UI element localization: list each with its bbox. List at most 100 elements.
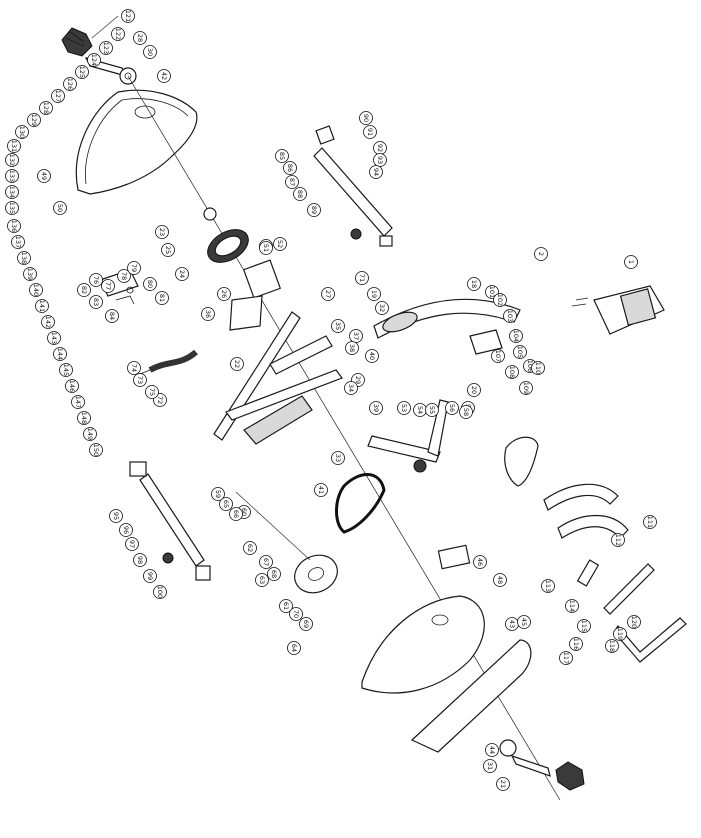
callout-46: 46	[473, 555, 487, 569]
callout-52: 52	[273, 237, 287, 251]
callout-100: 100	[153, 585, 167, 599]
callout-89: 89	[307, 203, 321, 217]
callout-40: 40	[365, 349, 379, 363]
callout-77: 77	[101, 279, 115, 293]
callout-circle	[133, 31, 147, 45]
callout-134: 134	[5, 185, 19, 199]
callout-circle	[155, 291, 169, 305]
callout-number: 150	[92, 444, 100, 456]
callout-59: 59	[211, 487, 225, 501]
callout-87: 87	[285, 175, 299, 189]
console-mast	[373, 298, 521, 355]
callout-number: 18	[470, 280, 478, 288]
callout-93: 93	[373, 153, 387, 167]
callout-143: 143	[47, 331, 61, 345]
callout-number: 46	[476, 558, 484, 566]
callout-108: 108	[505, 365, 519, 379]
callout-circle	[5, 153, 19, 167]
callout-138: 138	[17, 251, 31, 265]
callout-number: 81	[158, 294, 166, 302]
callout-circle	[77, 283, 91, 297]
callout-141: 141	[35, 299, 49, 313]
callout-circle	[89, 273, 103, 287]
flywheel-upper	[203, 207, 249, 263]
callout-circle	[5, 201, 19, 215]
callout-number: 72	[156, 396, 164, 404]
callout-131: 131	[7, 139, 21, 153]
callout-circle	[121, 9, 135, 23]
callout-circle	[534, 247, 548, 261]
callout-circle	[293, 187, 307, 201]
callout-circle	[53, 201, 67, 215]
callout-number: 125	[78, 66, 86, 78]
callout-117: 117	[559, 651, 573, 665]
callout-circle	[125, 537, 139, 551]
callout-number: 113	[544, 580, 552, 592]
callout-number: 67	[262, 558, 270, 566]
callout-number: 93	[376, 156, 384, 164]
callout-38: 38	[345, 341, 359, 355]
callout-115: 115	[577, 619, 591, 633]
callout-circle	[127, 361, 141, 375]
callout-circle	[519, 381, 533, 395]
callout-124: 124	[87, 53, 101, 67]
callout-150: 150	[89, 443, 103, 457]
callout-circle	[559, 651, 573, 665]
callout-number: 141	[38, 300, 46, 312]
callout-circle	[287, 641, 301, 655]
handlebar-tubes	[543, 483, 687, 663]
callout-number: 35	[334, 322, 342, 330]
callout-90: 90	[359, 111, 373, 125]
callout-circle	[445, 401, 459, 415]
callout-number: 44	[488, 746, 496, 754]
callout-62: 62	[243, 541, 257, 555]
callout-circle	[483, 759, 497, 773]
callout-number: 105	[516, 346, 524, 358]
callout-142: 142	[41, 315, 55, 329]
callout-number: 78	[120, 272, 128, 280]
callout-number: 20	[470, 386, 478, 394]
callout-105: 105	[513, 345, 527, 359]
callout-circle	[155, 225, 169, 239]
callout-number: 104	[512, 330, 520, 342]
callout-circle	[273, 237, 287, 251]
callout-number: 103	[506, 310, 514, 322]
callout-number: 146	[68, 380, 76, 392]
callout-number: 45	[520, 618, 528, 626]
callout-number: 136	[10, 220, 18, 232]
callout-32: 32	[375, 301, 389, 315]
callout-148: 148	[77, 411, 91, 425]
callout-number: 86	[286, 164, 294, 172]
callout-circle	[37, 169, 51, 183]
callout-number: 109	[522, 382, 530, 394]
callout-92: 92	[373, 141, 387, 155]
callout-number: 34	[347, 384, 355, 392]
callout-121: 121	[121, 9, 135, 23]
callout-137: 137	[11, 235, 25, 249]
callout-circle	[613, 627, 627, 641]
callout-number: 131	[10, 140, 18, 152]
callout-number: 49	[40, 172, 48, 180]
callout-circle	[491, 349, 505, 363]
callout-102: 102	[493, 293, 507, 307]
callout-number: 148	[80, 412, 88, 424]
callout-number: 53	[400, 404, 408, 412]
callout-circle	[275, 149, 289, 163]
callout-circle	[119, 523, 133, 537]
callout-circle	[259, 241, 273, 255]
callout-circle	[29, 283, 43, 297]
callout-28: 28	[133, 31, 147, 45]
callout-circle	[229, 507, 243, 521]
callout-34: 34	[344, 381, 358, 395]
callout-circle	[285, 175, 299, 189]
callout-number: 66	[232, 510, 240, 518]
callout-149: 149	[83, 427, 97, 441]
callout-22: 22	[230, 357, 244, 371]
callout-circle	[133, 373, 147, 387]
callout-31: 31	[483, 759, 497, 773]
callout-circle	[83, 427, 97, 441]
callout-number: 24	[178, 270, 186, 278]
callout-number: 135	[8, 202, 16, 214]
callout-circle	[127, 261, 141, 275]
